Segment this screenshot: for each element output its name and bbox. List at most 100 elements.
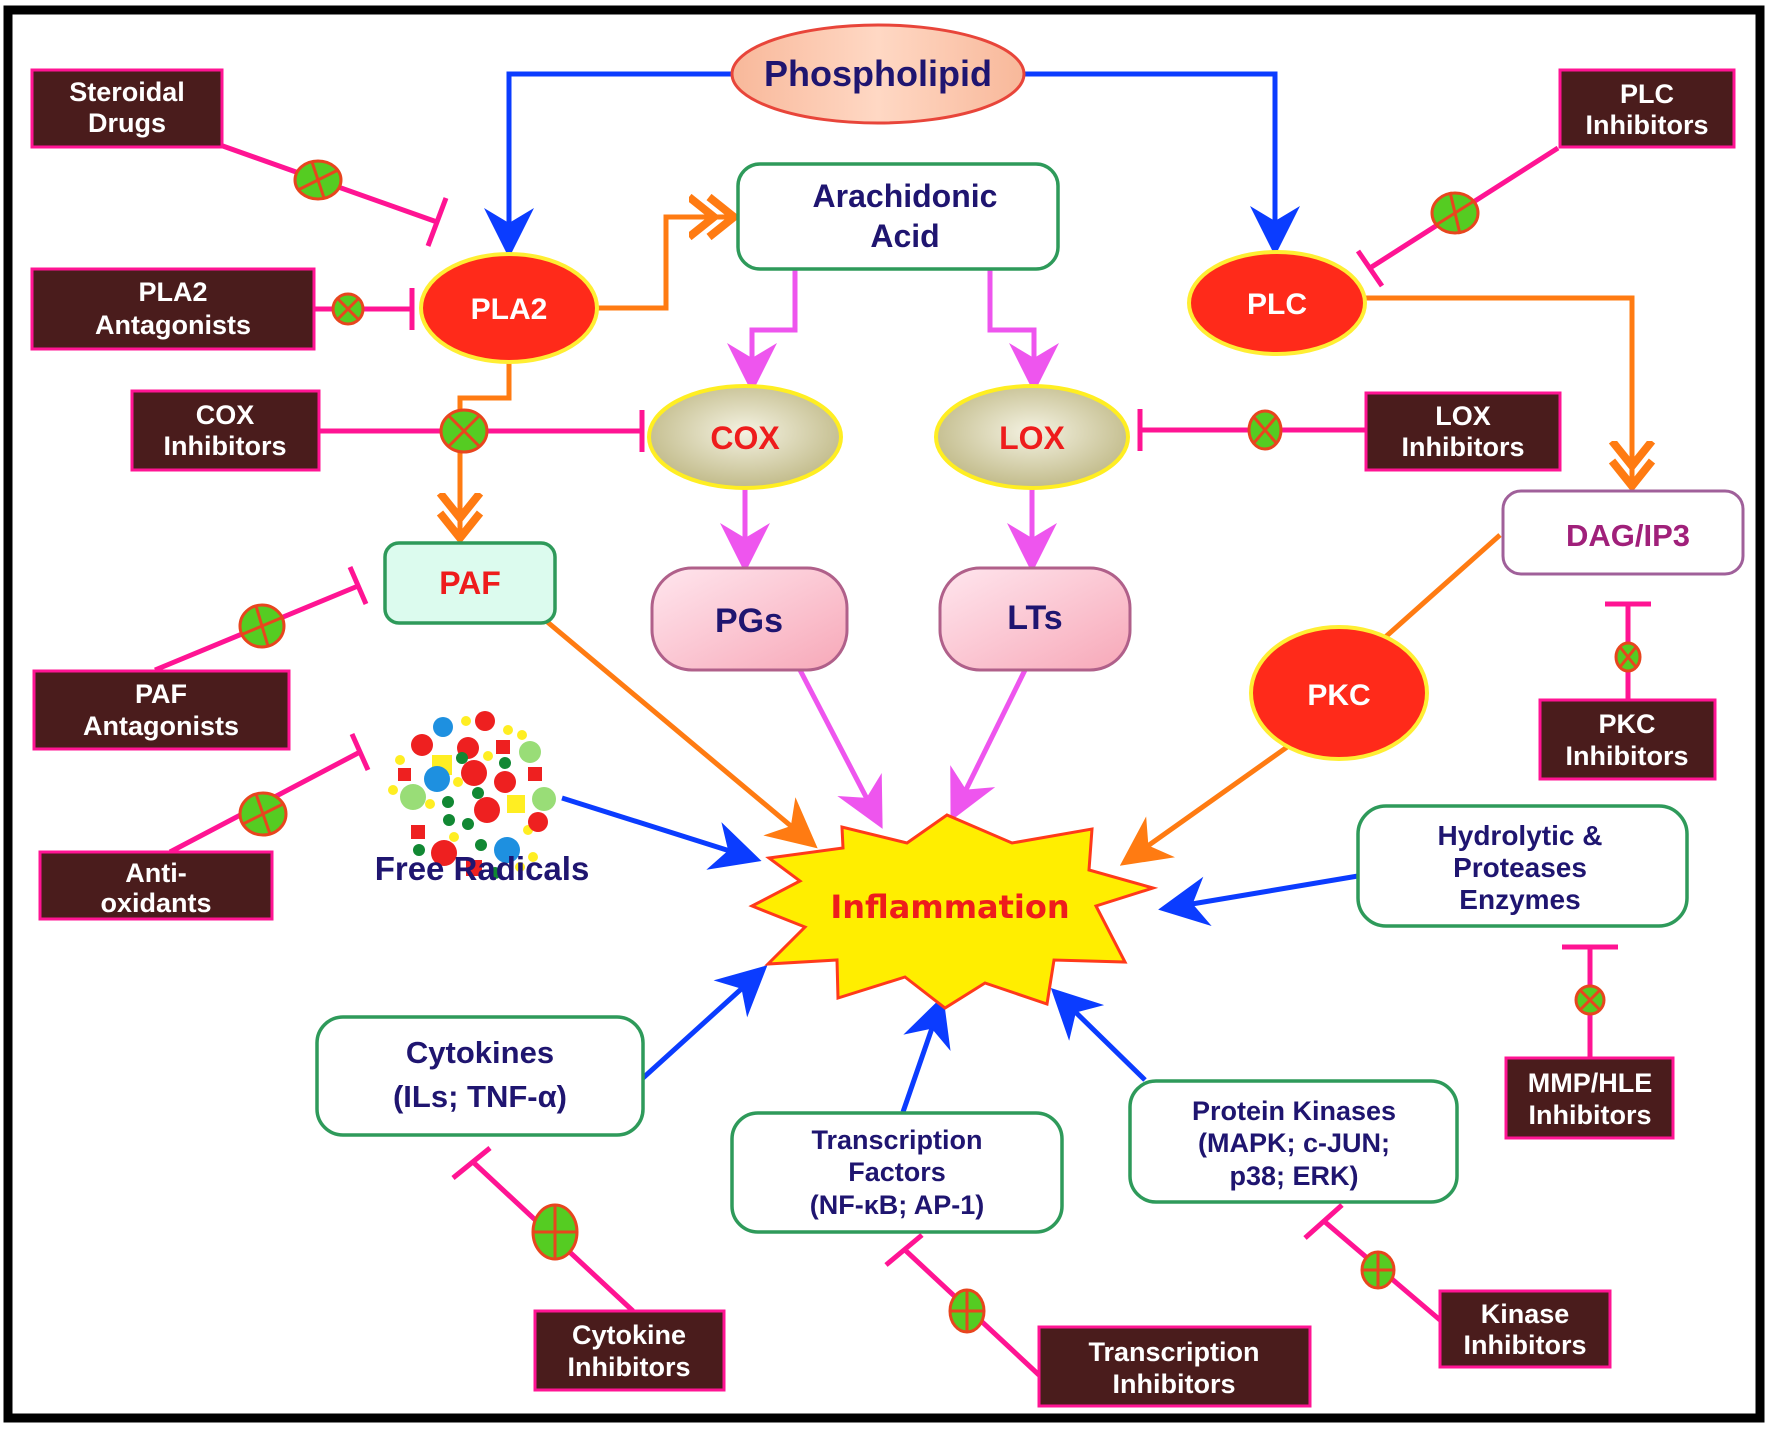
phospholipid-label: Phospholipid xyxy=(764,53,992,94)
inhibitor-pla2-antagonists: PLA2 Antagonists xyxy=(30,267,316,351)
protein-kinases-box xyxy=(1128,1079,1459,1204)
plc-label: PLC xyxy=(1247,288,1307,321)
inhibitor-box xyxy=(1538,698,1717,781)
pgs-label: PGs xyxy=(715,602,783,640)
line-dag-to-pkc xyxy=(1380,533,1502,642)
node-hydrolytic-enzymes: Hydrolytic & Proteases Enzymes xyxy=(1356,804,1689,928)
arrow-arachidonic-to-cox xyxy=(727,269,798,393)
inhibitor-label: Inhibitors xyxy=(568,1352,691,1382)
transcription-factors-box xyxy=(730,1111,1064,1234)
inhibitor-cytokine: Cytokine Inhibitors xyxy=(533,1309,726,1392)
arrow-pla2-to-arachidonic xyxy=(597,217,734,311)
blocker-cross-icon xyxy=(446,413,482,449)
node-inflammation: Inflammation xyxy=(748,813,1159,1010)
cytokines-label-1: Cytokines xyxy=(406,1035,554,1070)
arrow-arachidonic-to-lox xyxy=(987,269,1059,393)
arrow-phospholipid-to-pla2 xyxy=(484,71,733,258)
inflammation-starburst xyxy=(748,813,1159,1010)
paf-box xyxy=(383,541,557,625)
arrow-pla2-to-paf xyxy=(460,362,512,538)
lts-label: LTs xyxy=(1007,599,1062,637)
arrow-cytokines-to-inflammation xyxy=(641,965,768,1080)
blocker-cross-icon xyxy=(1251,415,1279,445)
inhibitor-label: oxidants xyxy=(100,888,211,918)
cox-label: COX xyxy=(710,420,780,456)
inhibitor-steroidal-drugs: Steroidal Drugs xyxy=(30,68,224,149)
inhibitor-label: COX xyxy=(196,400,255,430)
arrow-kinases-to-inflammation xyxy=(1050,988,1147,1082)
inhibitor-label: Cytokine xyxy=(572,1320,686,1350)
inhibitor-label: Antagonists xyxy=(95,310,251,340)
inhibitor-box xyxy=(533,1309,726,1392)
arrow-lts-to-inflammation xyxy=(950,668,1028,821)
inhibitor-label: Antagonists xyxy=(83,711,239,741)
pla2-label: PLA2 xyxy=(471,293,548,326)
free-radicals-icon xyxy=(388,711,556,879)
inhibitor-box xyxy=(30,68,224,149)
pgs-box xyxy=(650,566,849,672)
blocker-cross-icon xyxy=(1362,1252,1394,1288)
arrow-hydrolytic-to-inflammation xyxy=(1158,873,1359,927)
inhibitor-box xyxy=(1558,68,1736,149)
transcription-factors-label-2: Factors xyxy=(848,1157,946,1187)
inhibitor-label: Anti- xyxy=(125,858,186,888)
lox-ellipse xyxy=(934,384,1130,490)
blocker-cross-icon xyxy=(336,297,360,321)
inhibitor-transcription: Transcription Inhibitors xyxy=(1037,1325,1312,1408)
cox-ellipse xyxy=(647,384,843,490)
inhibitor-label: PLC xyxy=(1620,79,1674,109)
node-lox: LOX xyxy=(934,384,1130,490)
arachidonic-label-2: Acid xyxy=(870,218,939,254)
inhibitor-box xyxy=(32,669,291,751)
connectors xyxy=(460,71,1632,1113)
inhibitor-box xyxy=(130,389,321,472)
arrow-paf-to-inflammation xyxy=(543,618,818,849)
pkc-ellipse xyxy=(1249,625,1429,761)
inhibitor-box xyxy=(1504,1056,1675,1140)
inhibition-lines xyxy=(154,142,1651,1377)
inhibitor-cox: COX Inhibitors xyxy=(130,389,321,472)
arrow-pgs-to-inflammation xyxy=(797,668,883,829)
inhibitor-box xyxy=(1438,1289,1612,1369)
blocker-cross-icon xyxy=(1578,988,1602,1012)
cytokines-label-2: (ILs; TNF-α) xyxy=(393,1079,567,1114)
inhibitor-label: Inhibitors xyxy=(1402,432,1525,462)
blocker-cross-icon xyxy=(242,793,284,835)
pla2-ellipse xyxy=(419,252,599,364)
node-plc: PLC xyxy=(1187,250,1367,356)
transcription-factors-label-3: (NF-κB; AP-1) xyxy=(810,1190,985,1220)
blocker-cross-icon xyxy=(1618,646,1638,668)
dag-ip3-label: DAG/IP3 xyxy=(1566,518,1690,553)
paf-label: PAF xyxy=(439,565,501,601)
inhibitor-label: Inhibitors xyxy=(1529,1100,1652,1130)
inhibitor-label: Inhibitors xyxy=(1586,110,1709,140)
node-transcription-factors: Transcription Factors (NF-κB; AP-1) xyxy=(730,1111,1064,1234)
inhibitor-label: MMP/HLE xyxy=(1528,1068,1653,1098)
inhibitor-paf-antagonists: PAF Antagonists xyxy=(32,669,291,751)
protein-kinases-label-2: (MAPK; c-JUN; xyxy=(1198,1128,1390,1158)
lts-box xyxy=(938,566,1132,672)
node-pla2: PLA2 xyxy=(419,252,599,364)
inhibitor-mmp-hle: MMP/HLE Inhibitors xyxy=(1504,1056,1675,1140)
blocker-cross-icon xyxy=(297,161,339,199)
inhibitor-label: Inhibitors xyxy=(1464,1330,1587,1360)
inhibitor-box xyxy=(1037,1325,1312,1408)
node-cytokines: Cytokines (ILs; TNF-α) xyxy=(315,1015,645,1137)
arrow-plc-to-dag xyxy=(1365,295,1632,486)
hydrolytic-label-1: Hydrolytic & xyxy=(1438,820,1603,851)
node-pgs: PGs xyxy=(650,566,849,672)
inhibitor-box xyxy=(30,267,316,351)
inhibitor-label: PAF xyxy=(135,679,187,709)
arrow-pkc-to-inflammation xyxy=(1119,742,1292,866)
node-dag-ip3: DAG/IP3 xyxy=(1501,489,1745,576)
arrow-transcription-to-inflammation xyxy=(900,995,951,1113)
node-pkc: PKC xyxy=(1249,625,1429,761)
inflammation-label: Inflammation xyxy=(830,888,1069,926)
inhibitor-label: Inhibitors xyxy=(1566,741,1689,771)
inhibitor-box xyxy=(1364,391,1562,472)
arachidonic-label-1: Arachidonic xyxy=(813,178,998,214)
phospholipid-ellipse xyxy=(730,23,1026,125)
inhibitor-label: Drugs xyxy=(88,108,166,138)
inhibitor-kinase: Kinase Inhibitors xyxy=(1438,1289,1612,1369)
free-radicals-label: Free Radicals xyxy=(375,850,590,887)
